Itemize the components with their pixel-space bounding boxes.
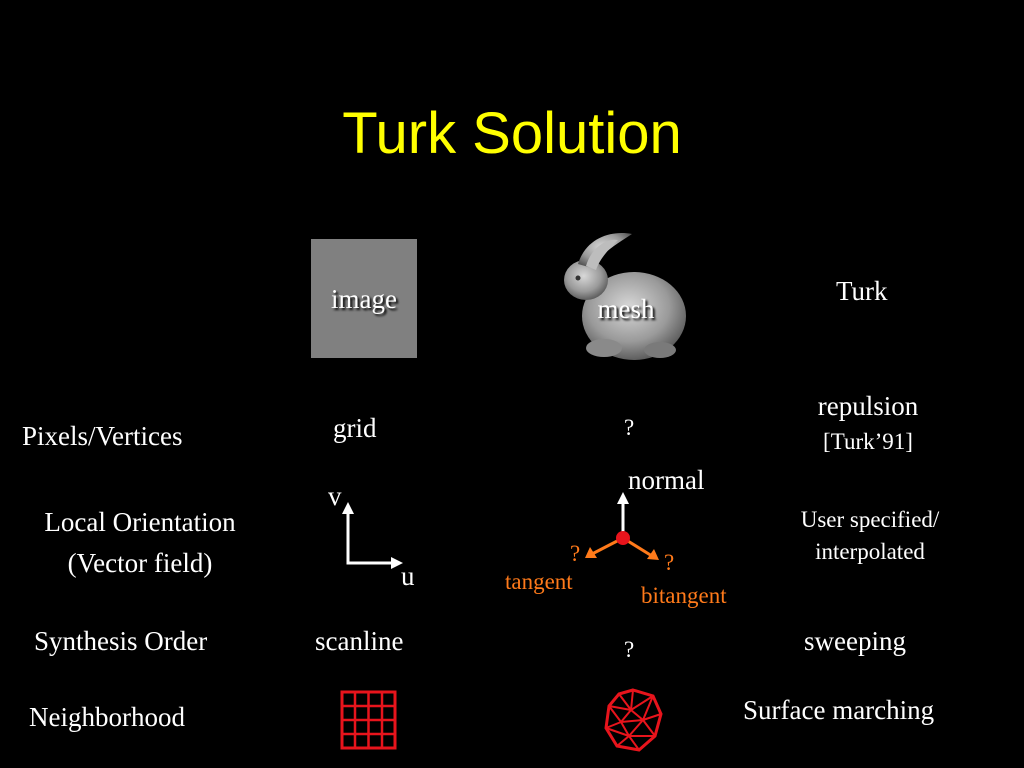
turk-pixels-value: repulsion	[817, 391, 919, 421]
column-header-turk: Turk	[836, 276, 888, 306]
row-label-local-orientation: Local Orientation	[44, 507, 236, 537]
bitangent-question-mark: ?	[664, 550, 675, 575]
uv-axes-icon	[342, 502, 403, 569]
mesh-patch-icon	[604, 688, 663, 752]
axis-v-label: v	[328, 481, 342, 511]
row-label-vector-field: (Vector field)	[67, 548, 213, 578]
column-header-mesh: mesh	[597, 294, 655, 324]
axis-u-label: u	[401, 561, 415, 591]
row-label-pixels-vertices: Pixels/Vertices	[22, 421, 183, 451]
row-label-neighborhood: Neighborhood	[29, 702, 185, 732]
normal-label: normal	[628, 465, 705, 495]
column-header-image: image	[331, 284, 397, 314]
turk-orientation-value-2: interpolated	[815, 539, 925, 564]
image-pixels-value: grid	[333, 413, 377, 443]
tangent-frame-icon	[585, 492, 659, 560]
mesh-vertices-value: ?	[624, 415, 635, 440]
turk-neighborhood-value: Surface marching	[743, 695, 935, 725]
row-label-synthesis-order: Synthesis Order	[34, 626, 208, 656]
tangent-question-mark: ?	[570, 541, 581, 566]
turk-orientation-value: User specified/	[800, 507, 940, 532]
grid-icon	[340, 690, 397, 750]
bitangent-label: bitangent	[641, 583, 727, 608]
tangent-label: tangent	[505, 569, 573, 594]
turk-order-value: sweeping	[804, 626, 906, 656]
image-order-value: scanline	[315, 626, 404, 656]
bunny-icon	[564, 233, 686, 360]
image-thumbnail	[311, 239, 417, 358]
slide-title: Turk Solution	[342, 101, 682, 166]
turk-pixels-citation: [Turk’91]	[823, 429, 913, 454]
mesh-order-value: ?	[624, 637, 635, 662]
